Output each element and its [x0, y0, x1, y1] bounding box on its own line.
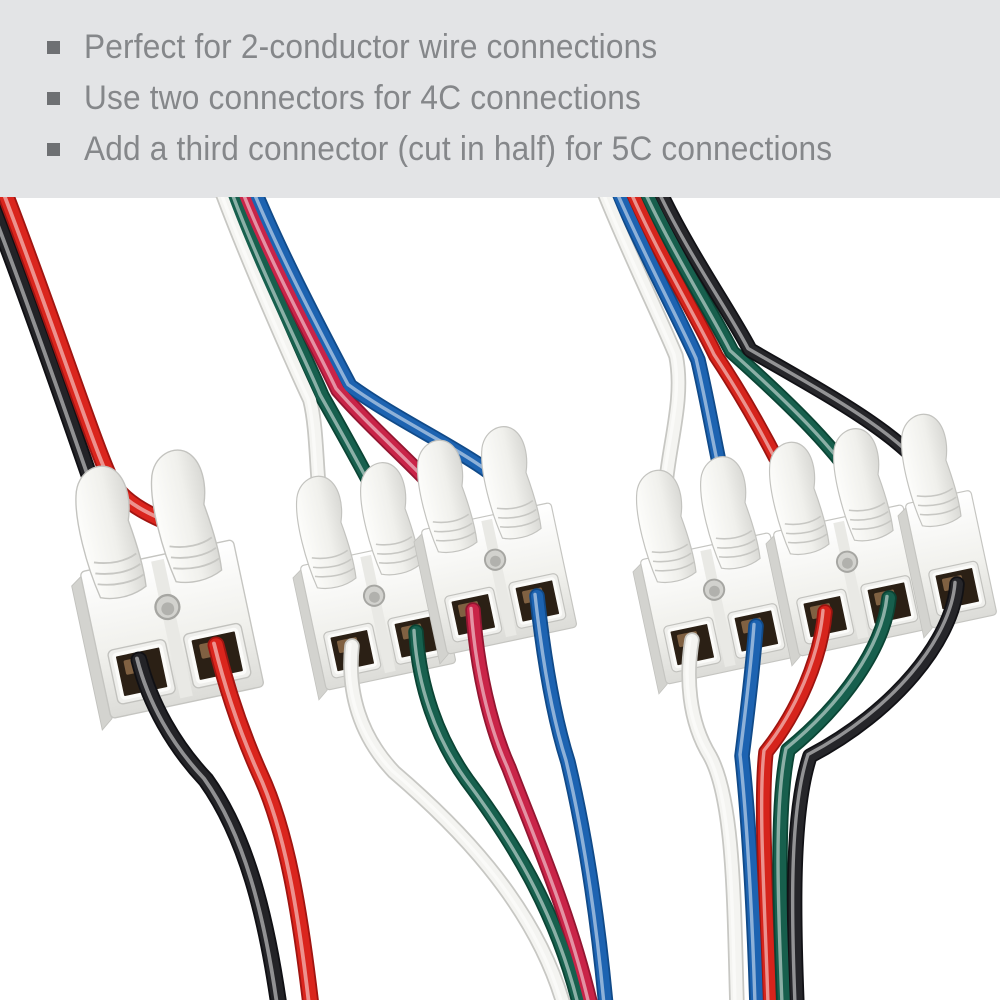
feature-text: Use two connectors for 4C connections	[84, 79, 641, 117]
bullet-square-icon	[47, 142, 60, 156]
connector-group-2c	[0, 197, 311, 1000]
connector-group-5c	[602, 197, 999, 1000]
feature-banner: Perfect for 2-conductor wire connections…	[0, 0, 1000, 198]
feature-text: Perfect for 2-conductor wire connections	[84, 28, 658, 66]
feature-item: Perfect for 2-conductor wire connections	[47, 27, 1000, 67]
bullet-square-icon	[47, 91, 60, 105]
wire-connector-2pos	[613, 450, 797, 694]
feature-text: Add a third connector (cut in half) for …	[84, 130, 833, 168]
feature-item: Add a third connector (cut in half) for …	[47, 129, 1000, 169]
bullet-square-icon	[47, 40, 60, 54]
connector-group-4c	[220, 197, 606, 1000]
product-illustration	[0, 197, 1000, 1000]
feature-item: Use two connectors for 4C connections	[47, 78, 1000, 118]
wire-black	[139, 660, 279, 1000]
